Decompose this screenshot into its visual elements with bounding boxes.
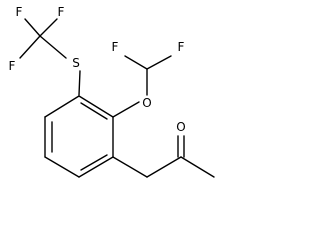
ring-bond-3 xyxy=(78,156,114,178)
ring-bond-1 xyxy=(78,95,114,118)
bond-ring-o-ether xyxy=(112,101,140,118)
ring-double-right-bottom xyxy=(80,154,108,171)
bond-cf3-f-mid-left xyxy=(19,35,41,59)
ring-bond-6 xyxy=(44,95,80,118)
bond-cf3-s xyxy=(39,35,67,59)
atom-f-mid-left: F xyxy=(9,59,16,73)
bond-carbonyl-methyl xyxy=(180,156,215,178)
atom-o-ketone: O xyxy=(176,120,185,134)
atom-labels: F F F S F F O O xyxy=(9,5,186,134)
atom-s: S xyxy=(72,56,80,70)
atom-f-difluoro-left: F xyxy=(112,40,119,54)
bond-cf3-f-top-left xyxy=(24,18,41,37)
bonds xyxy=(19,18,215,178)
bond-chf2-f-left xyxy=(124,55,148,70)
bond-chf2-f-right xyxy=(146,55,172,70)
atom-f-top-right: F xyxy=(58,5,65,19)
bond-ch2-carbonyl xyxy=(146,156,182,178)
molecule-diagram: F F F S F F O O xyxy=(9,5,215,178)
atom-f-top-left: F xyxy=(16,5,23,19)
ring-double-top xyxy=(80,102,108,120)
structure-svg: F F F S F F O O xyxy=(9,5,215,178)
atom-f-difluoro-right: F xyxy=(178,40,185,54)
bond-s-ring xyxy=(78,70,81,96)
bond-ring-ch2 xyxy=(112,156,148,178)
ring-bond-4 xyxy=(44,156,80,178)
atom-o-ether: O xyxy=(142,96,151,110)
bond-cf3-f-top-right xyxy=(39,18,58,37)
